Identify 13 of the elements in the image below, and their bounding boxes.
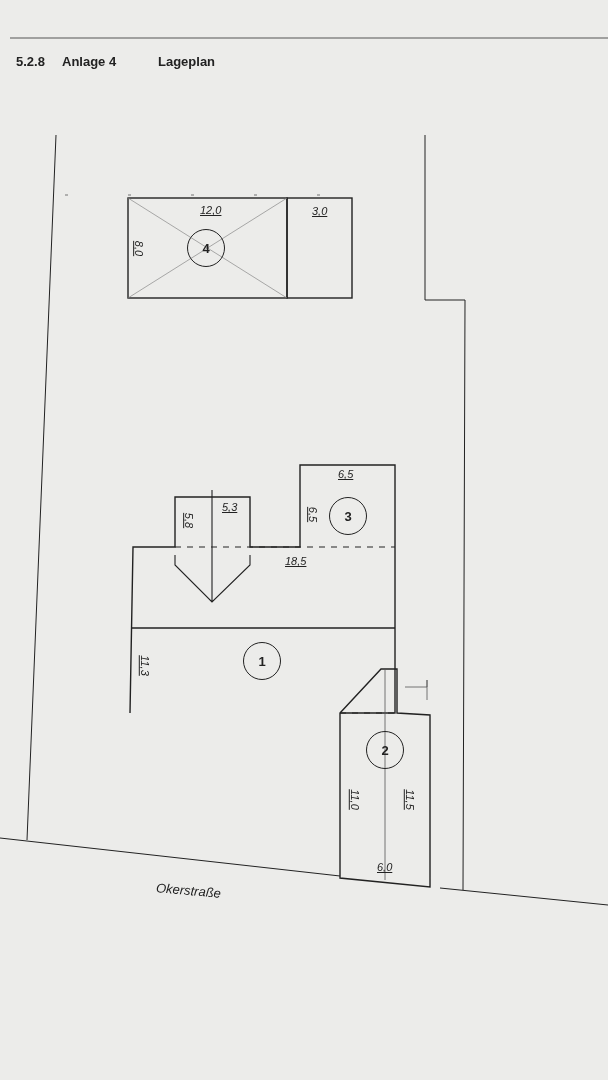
- dimension-label: 6,5: [338, 469, 354, 480]
- dimension-label: 5,8: [183, 512, 195, 529]
- street-name: Okerstraße: [155, 881, 222, 900]
- heading: Anlage 4: [62, 55, 117, 68]
- dimension-label: 5,3: [222, 502, 238, 513]
- heading: Lageplan: [158, 55, 216, 68]
- dimension-label: 6,0: [377, 862, 393, 873]
- section-number: 5.2.8: [16, 55, 45, 68]
- dimension-label: 6,5: [307, 506, 319, 523]
- dimension-label: 11,5: [403, 789, 415, 810]
- dimension-label: 11,3: [138, 655, 150, 676]
- dimension-label: 3,0: [312, 206, 328, 217]
- dimension-label: 8,0: [133, 240, 145, 257]
